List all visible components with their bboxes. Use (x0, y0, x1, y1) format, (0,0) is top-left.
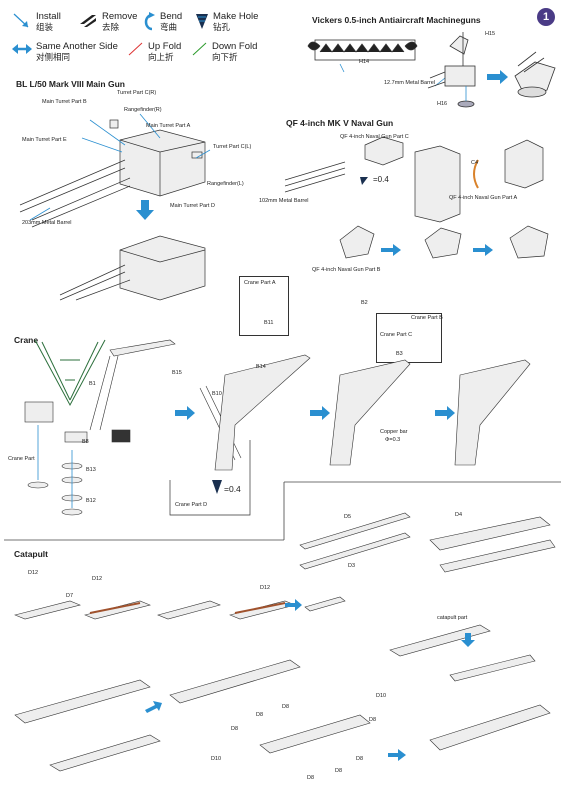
down-fold-line-icon (192, 42, 207, 56)
label-turret-c-r: Turret Part C(R) (117, 90, 157, 96)
label-crane-part: Crane Part (8, 456, 35, 462)
label-b1: B1 (89, 381, 96, 387)
legend-downfold-zh: 向下折 (212, 52, 238, 62)
label-h15: H15 (485, 31, 496, 37)
label-d12-c: D12 (260, 585, 271, 591)
label-phi03: Φ=0.3 (385, 437, 401, 443)
drill-icon-crane (211, 479, 223, 500)
legend-downfold-en: Down Fold (212, 41, 258, 52)
label-crane-a: Crane Part A (244, 280, 276, 286)
label-main-turret-a: Main Turret Part A (146, 123, 191, 129)
crane-illustration (24, 339, 531, 516)
label-d5: D5 (344, 514, 352, 520)
legend-hole-zh: 钻孔 (213, 22, 231, 32)
legend-upfold-zh: 向上折 (148, 52, 174, 62)
label-d8-e: D8 (356, 756, 364, 762)
legend-remove-en: Remove (102, 11, 138, 22)
section-main-gun-title: BL L/50 Mark VIII Main Gun (16, 79, 125, 89)
label-d8-c: D8 (369, 717, 377, 723)
legend-same-en: Same Another Side (36, 41, 118, 52)
label-b12: B12 (86, 498, 96, 504)
legend-same-zh: 对侧相同 (36, 52, 71, 62)
catapult-illustration (14, 512, 556, 772)
label-rangefinder-l: Rangefinder(L) (207, 181, 244, 187)
install-arrow-icon (13, 13, 29, 28)
label-barrel-102: 102mm Metal Barrel (259, 198, 309, 204)
label-d8-g: D8 (307, 775, 315, 781)
section-crane-title: Crane (14, 335, 39, 345)
label-barrel-203: 203mm Metal Barrel (22, 220, 72, 226)
label-d10-b: D10 (211, 756, 222, 762)
label-d8-b: D8 (282, 704, 290, 710)
label-d12-a: D12 (28, 570, 39, 576)
label-b2: B2 (361, 300, 368, 306)
remove-icon (80, 15, 96, 27)
label-h14: H14 (359, 59, 370, 65)
vickers-illustration (307, 32, 556, 108)
label-crane-d: Crane Part D (175, 502, 208, 508)
label-naval-b: QF 4-inch Naval Gun Part B (312, 267, 381, 273)
crane-part-a-box (239, 276, 289, 336)
label-naval-c: QF 4-inch Naval Gun Part C (340, 134, 409, 140)
label-d7: D7 (66, 593, 74, 599)
label-rangefinder-r: Rangefinder(R) (124, 107, 162, 113)
up-fold-line-icon (128, 42, 143, 56)
legend-install-en: Install (36, 11, 61, 22)
label-b3: B3 (396, 351, 403, 357)
label-b11: B11 (264, 320, 274, 326)
label-d8-a: D8 (256, 712, 264, 718)
main-gun-illustration (19, 113, 211, 301)
label-d8-f: D8 (335, 768, 343, 774)
legend-upfold-en: Up Fold (148, 41, 182, 52)
label-crane-c: Crane Part C (380, 332, 413, 338)
label-hole-04-a: =0.4 (373, 175, 389, 184)
drill-hole-icon (196, 14, 208, 29)
drill-icon-naval (360, 177, 368, 185)
section-naval-gun-title: QF 4-inch MK V Naval Gun (286, 118, 394, 128)
legend-bend-zh: 弯曲 (160, 22, 178, 32)
naval-gun-illustration (284, 136, 549, 259)
label-catapult-part: catapult part (437, 615, 468, 621)
section-catapult-title: Catapult (14, 549, 48, 559)
label-copper-bar: Copper bar (380, 429, 408, 435)
label-main-turret-b: Main Turret Part B (42, 99, 87, 105)
label-crane-b: Crane Part B (411, 315, 443, 321)
legend-remove-zh: 去除 (102, 22, 120, 32)
label-h16: H16 (437, 101, 448, 107)
legend-hole-en: Make Hole (213, 11, 259, 22)
label-main-turret-d: Main Turret Part D (170, 203, 215, 209)
label-d10-a: D10 (376, 693, 387, 699)
label-hole-04-b: =0.4 (224, 484, 241, 494)
label-turret-c-l: Turret Part C(L) (213, 144, 252, 150)
label-metal-barrel-127: 12.7mm Metal Barrel (384, 80, 436, 86)
label-d4: D4 (455, 512, 463, 518)
label-b15: B15 (172, 370, 182, 376)
label-main-turret-e: Main Turret Part E (22, 137, 67, 143)
crane-part-bc-box (376, 313, 442, 363)
label-d8-d: D8 (231, 726, 239, 732)
label-c4: C4 (471, 160, 479, 166)
label-b13: B13 (86, 467, 96, 473)
label-naval-a: QF 4-inch Naval Gun Part A (449, 195, 518, 201)
bend-icon (144, 12, 155, 31)
page-number: 1 (542, 11, 550, 23)
double-arrow-icon (12, 44, 32, 54)
legend-bend-en: Bend (160, 11, 183, 22)
label-b14: B14 (256, 364, 266, 370)
section-vickers-title: Vickers 0.5-inch Antiaircraft Machinegun… (312, 15, 481, 25)
label-b10: B10 (212, 391, 222, 397)
label-b8: B8 (82, 439, 89, 445)
page-number-badge: 1 (537, 8, 555, 26)
label-d12-b: D12 (92, 576, 103, 582)
legend-install-zh: 组装 (36, 22, 54, 32)
label-d3: D3 (348, 563, 356, 569)
